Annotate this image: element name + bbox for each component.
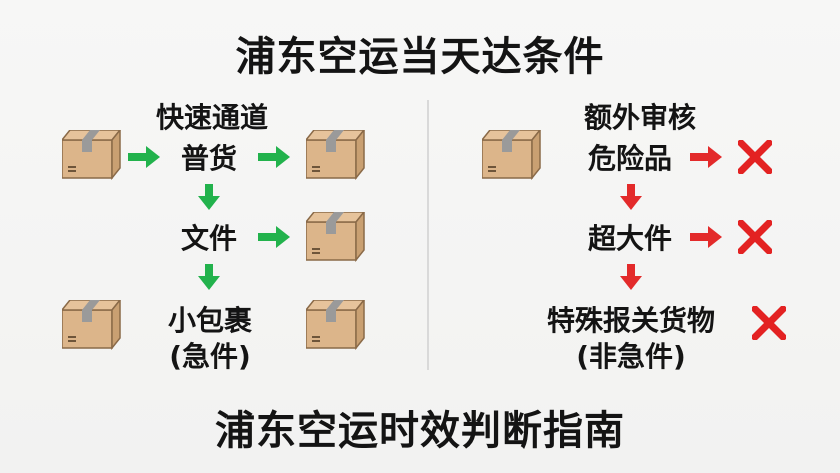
arrow-right-icon	[258, 226, 290, 248]
arrow-down-icon	[198, 184, 220, 210]
arrow-down-icon	[620, 184, 642, 210]
node-small-parcel: 小包裹	[167, 304, 252, 337]
column-divider	[427, 100, 429, 370]
arrow-right-icon	[690, 226, 722, 248]
arrow-right-icon	[258, 146, 290, 168]
node-dangerous: 危险品	[587, 142, 672, 175]
node-general: 普货	[180, 142, 237, 175]
cross-icon	[738, 140, 772, 174]
box-icon	[62, 130, 121, 179]
arrow-down-icon	[620, 264, 642, 290]
left-heading: 快速通道	[155, 101, 268, 134]
page-subtitle: 浦东空运时效判断指南	[215, 408, 625, 454]
cross-icon	[738, 220, 772, 254]
box-icon	[306, 212, 365, 261]
page-title: 浦东空运当天达条件	[235, 34, 605, 80]
box-icon	[306, 130, 365, 179]
box-icon	[306, 300, 365, 349]
arrow-right-icon	[690, 146, 722, 168]
node-oversized: 超大件	[587, 222, 672, 255]
node-special-customs: 特殊报关货物	[546, 304, 715, 337]
box-icon	[482, 130, 541, 179]
node-documents: 文件	[180, 222, 237, 255]
node-special-customs-note: (非急件)	[576, 340, 686, 373]
arrow-right-icon	[128, 146, 160, 168]
node-small-parcel-note: (急件)	[169, 340, 251, 373]
cross-icon	[752, 306, 786, 340]
arrow-down-icon	[198, 264, 220, 290]
box-icon	[62, 300, 121, 349]
right-heading: 额外审核	[583, 101, 696, 134]
